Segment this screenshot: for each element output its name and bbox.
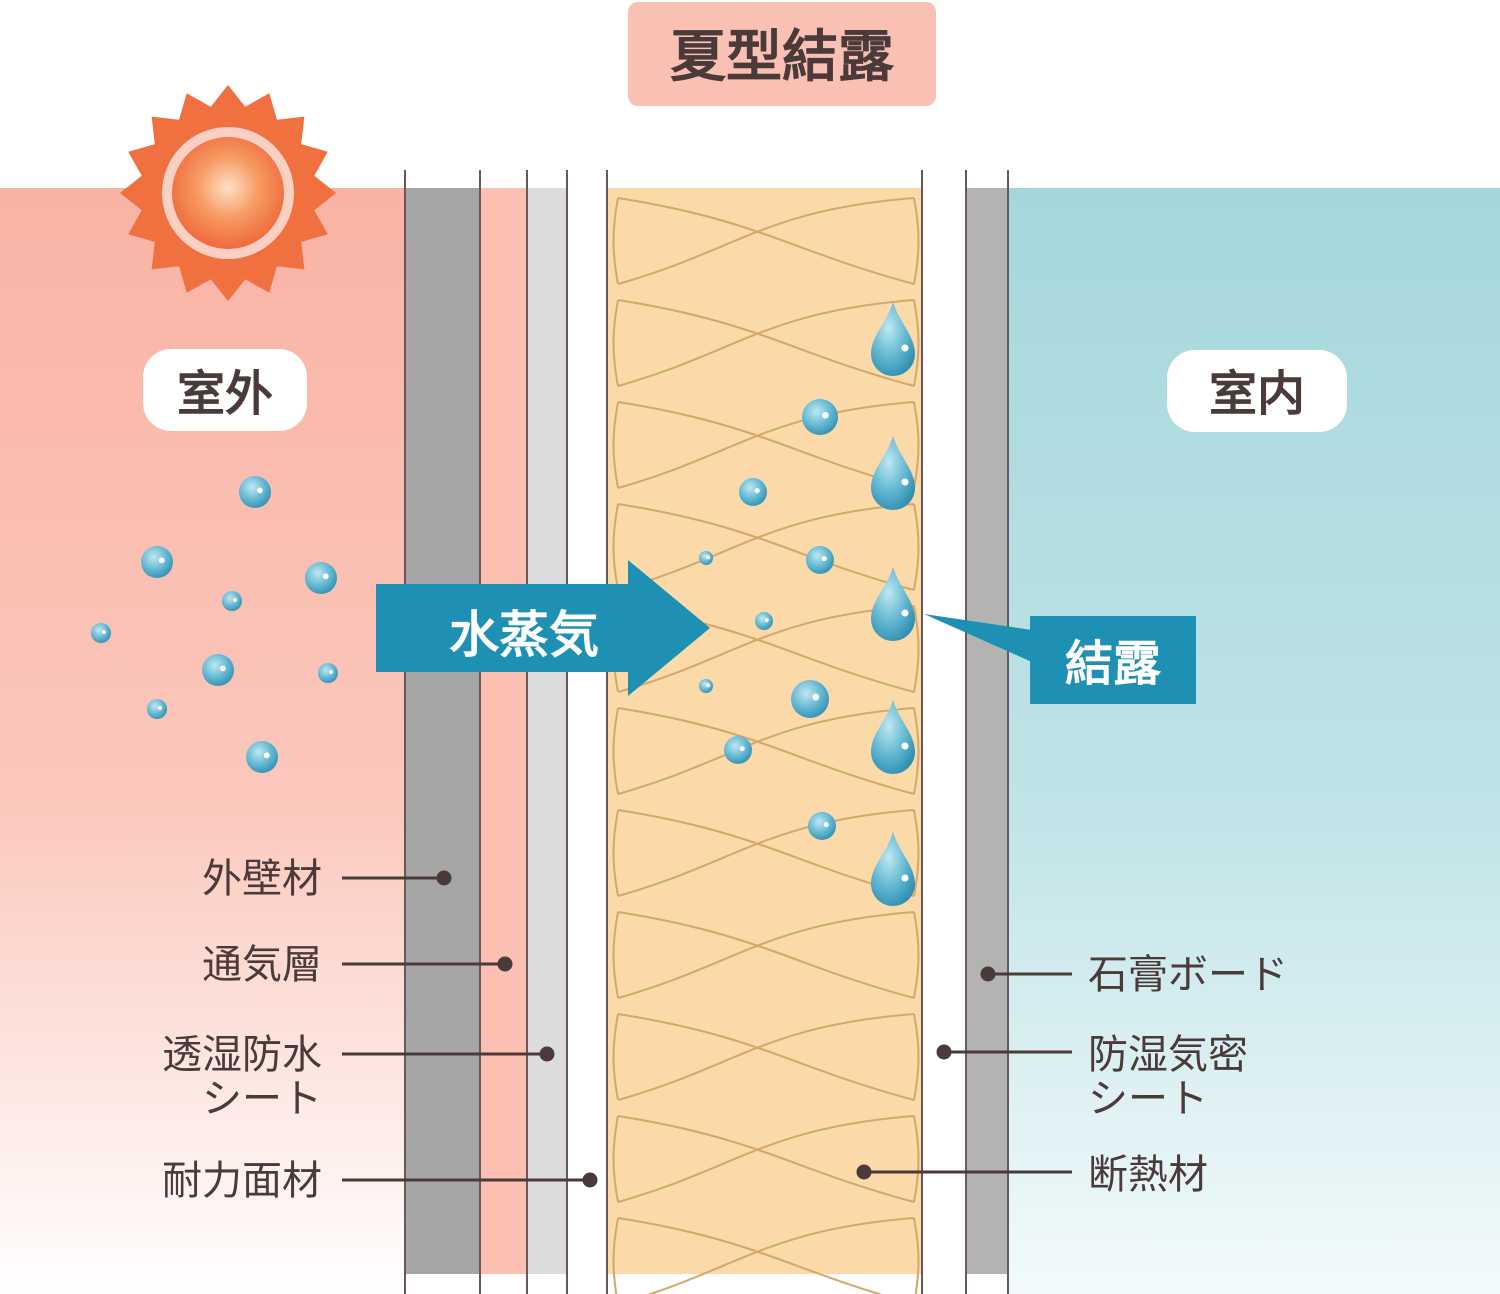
title-badge: 夏型結露 — [628, 2, 936, 106]
vapor-droplet-icon — [802, 399, 838, 435]
outdoor-label-badge: 室外 — [143, 349, 307, 431]
vapor-droplet-icon — [141, 546, 173, 578]
vapor-droplet-highlight — [823, 822, 829, 828]
vapor-droplet-icon — [724, 736, 752, 764]
water-drop-highlight — [901, 344, 909, 352]
vapor-droplet-highlight — [256, 487, 263, 494]
indoor-label: 室内 — [1209, 366, 1305, 422]
vapor-droplet-icon — [318, 663, 338, 683]
water-drop-highlight — [901, 609, 909, 617]
vapor-droplet-highlight — [158, 557, 165, 564]
outdoor-label: 室外 — [177, 366, 273, 422]
vapor-droplet-icon — [239, 476, 271, 508]
label-gypsum-board: 石膏ボード — [1088, 952, 1288, 998]
vapor-droplet-highlight — [102, 630, 106, 634]
vapor-droplet-icon — [739, 478, 767, 506]
label-structural-panel: 耐力面材 — [162, 1158, 322, 1204]
vapor-droplet-highlight — [754, 488, 760, 494]
vapor-label: 水蒸気 — [449, 606, 599, 664]
insulation-layer — [607, 188, 922, 1274]
insulation-fiber-pattern — [612, 197, 920, 1294]
water-drop-highlight — [901, 742, 909, 750]
label-vapor-barrier-2: シート — [1088, 1076, 1208, 1122]
vapor-droplet-highlight — [822, 411, 829, 419]
vapor-droplet-icon — [791, 680, 829, 718]
water-drop-highlight — [901, 478, 909, 486]
right-leaders — [856, 966, 1072, 1180]
vapor-droplet-icon — [755, 612, 773, 630]
ventilation-layer — [480, 188, 527, 1274]
indoor-label-badge: 室内 — [1167, 350, 1347, 432]
condensation-drops — [871, 302, 915, 906]
water-drop-icon — [871, 302, 915, 376]
vapor-droplet-icon — [699, 551, 713, 565]
vapor-barrier-layer — [922, 188, 966, 1274]
vapor-droplet-highlight — [764, 618, 769, 623]
water-drop-highlight — [901, 874, 909, 882]
vapor-arrow: 水蒸気 — [376, 560, 710, 696]
condensation-callout: 結露 — [924, 614, 1196, 704]
left-leaders — [342, 870, 598, 1188]
vapor-droplet-icon — [91, 623, 111, 643]
vapor-droplet-highlight — [263, 752, 270, 759]
vapor-droplet-icon — [202, 654, 234, 686]
vapor-droplet-highlight — [739, 746, 745, 752]
layer-boundary-lines — [404, 170, 1009, 1294]
vapor-droplet-icon — [808, 812, 836, 840]
breathable-sheet-layer — [527, 188, 567, 1274]
title: 夏型結露 — [670, 25, 895, 90]
label-exterior-wall: 外壁材 — [202, 856, 322, 902]
water-drop-icon — [871, 567, 915, 641]
vapor-droplet-highlight — [706, 555, 711, 560]
vapor-droplet-icon — [699, 679, 713, 693]
vapor-droplet-icon — [305, 562, 337, 594]
vapor-droplet-icon — [147, 699, 167, 719]
label-insulation: 断熱材 — [1088, 1152, 1208, 1198]
vapor-droplet-highlight — [219, 665, 226, 672]
vapor-droplet-icon — [222, 591, 242, 611]
water-drop-icon — [871, 436, 915, 510]
vapor-droplet-icon — [246, 741, 278, 773]
vapor-droplet-highlight — [329, 670, 333, 674]
vapor-droplet-highlight — [158, 706, 162, 710]
label-breathable-sheet-2: シート — [202, 1076, 322, 1122]
vapor-droplet-highlight — [233, 598, 237, 602]
label-breathable-sheet-1: 透湿防水 — [162, 1032, 322, 1078]
label-vapor-barrier-1: 防湿気密 — [1088, 1032, 1248, 1078]
exterior-wall-layer — [405, 188, 480, 1274]
vapor-droplet-highlight — [812, 693, 820, 701]
vapor-droplet-highlight — [322, 573, 329, 580]
vapor-droplet-highlight — [706, 683, 711, 688]
water-drop-icon — [871, 832, 915, 906]
label-ventilation-layer: 通気層 — [202, 942, 322, 988]
gypsum-board-layer — [966, 188, 1008, 1274]
structural-panel-layer — [567, 188, 607, 1274]
sun-icon — [120, 85, 336, 301]
vapor-droplet-icon — [806, 546, 834, 574]
vapor-droplets — [91, 399, 838, 840]
vapor-droplet-highlight — [821, 556, 827, 562]
water-drop-icon — [871, 700, 915, 774]
condensation-label: 結露 — [1065, 636, 1162, 692]
